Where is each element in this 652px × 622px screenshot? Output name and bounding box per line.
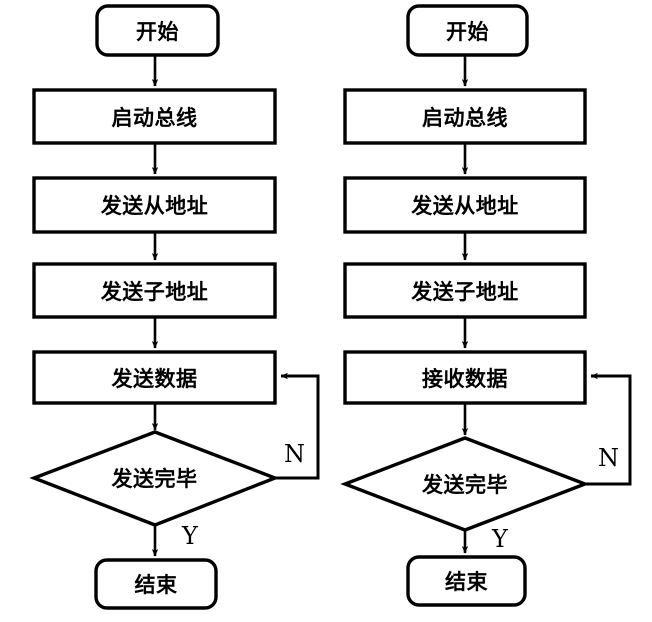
receive-transfer-data-process	[343, 350, 587, 405]
send-start-bus-process	[32, 88, 277, 145]
send-data-flowchart-shapes	[29, 4, 320, 610]
receive-branch-no-label: N	[598, 444, 619, 472]
receive-slave-address-process	[343, 176, 587, 234]
send-end-terminator	[94, 558, 218, 610]
receive-sub-address-process	[343, 262, 587, 319]
send-transfer-data-process	[32, 350, 277, 405]
send-slave-address-process	[32, 176, 277, 234]
receive-start-bus-process	[343, 88, 587, 145]
send-loop-back-no-path	[275, 372, 320, 480]
send-start-terminator	[95, 4, 220, 57]
send-branch-yes-label: Y	[182, 522, 198, 550]
receive-end-terminator	[406, 555, 527, 607]
send-branch-no-label: N	[284, 440, 305, 468]
send-sub-address-process	[32, 262, 277, 319]
receive-decision-diamond	[340, 436, 590, 532]
receive-branch-yes-label: Y	[492, 525, 508, 553]
receive-start-terminator	[406, 4, 529, 57]
receive-data-flowchart-shapes	[340, 4, 632, 607]
send-decision-diamond	[29, 430, 280, 527]
receive-loop-back-no-path	[585, 372, 632, 486]
